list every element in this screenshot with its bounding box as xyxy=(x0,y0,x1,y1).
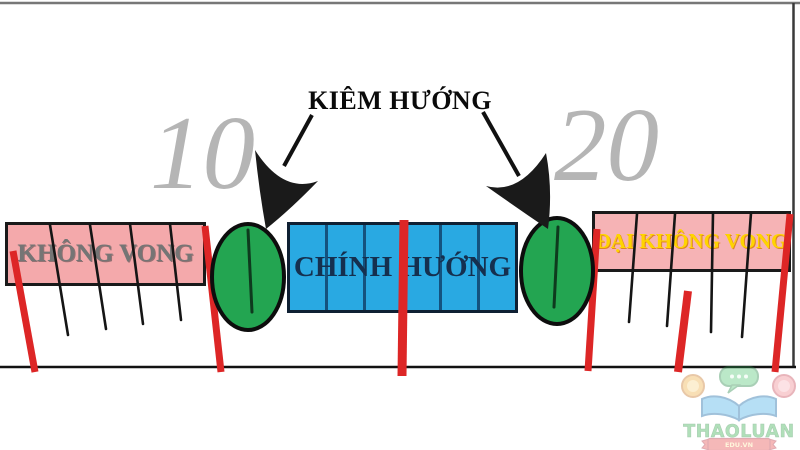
red-line-2 xyxy=(201,225,225,373)
chinh-huong-box: CHÍNH HƯỚNG xyxy=(287,222,518,313)
watermark-name: THAOLUAN xyxy=(683,422,794,442)
watermark-ribbon-text: EDU.VN xyxy=(725,441,753,449)
scale-number-right: 20 xyxy=(554,86,659,203)
khong-vong-box: KHÔNG VONG xyxy=(5,222,206,286)
watermark-chat-icon xyxy=(719,366,759,394)
right-pointer-line xyxy=(481,111,521,177)
left-pointer-line xyxy=(282,114,314,167)
right-arrowhead xyxy=(486,153,551,229)
scale-number-left: 10 xyxy=(150,94,255,211)
dai-khong-vong-label: ĐẠI KHÔNG VONG xyxy=(595,229,788,253)
watermark-book-icon xyxy=(701,395,777,422)
left-arrowhead xyxy=(255,150,318,229)
khong-vong-label: KHÔNG VONG xyxy=(17,240,194,267)
watermark-logo: THAOLUAN EDU.VN xyxy=(681,366,796,450)
diagram-title: KIÊM HƯỚNG xyxy=(308,86,492,115)
red-line-5 xyxy=(674,290,692,373)
watermark-circle-right xyxy=(772,374,796,398)
green-oval-right xyxy=(519,216,595,326)
watermark-ribbon: EDU.VN xyxy=(701,437,777,450)
green-oval-left xyxy=(210,222,286,332)
chinh-huong-label: CHÍNH HƯỚNG xyxy=(293,251,512,283)
dai-khong-vong-box: ĐẠI KHÔNG VONG xyxy=(592,211,791,272)
watermark-circle-left xyxy=(681,374,705,398)
